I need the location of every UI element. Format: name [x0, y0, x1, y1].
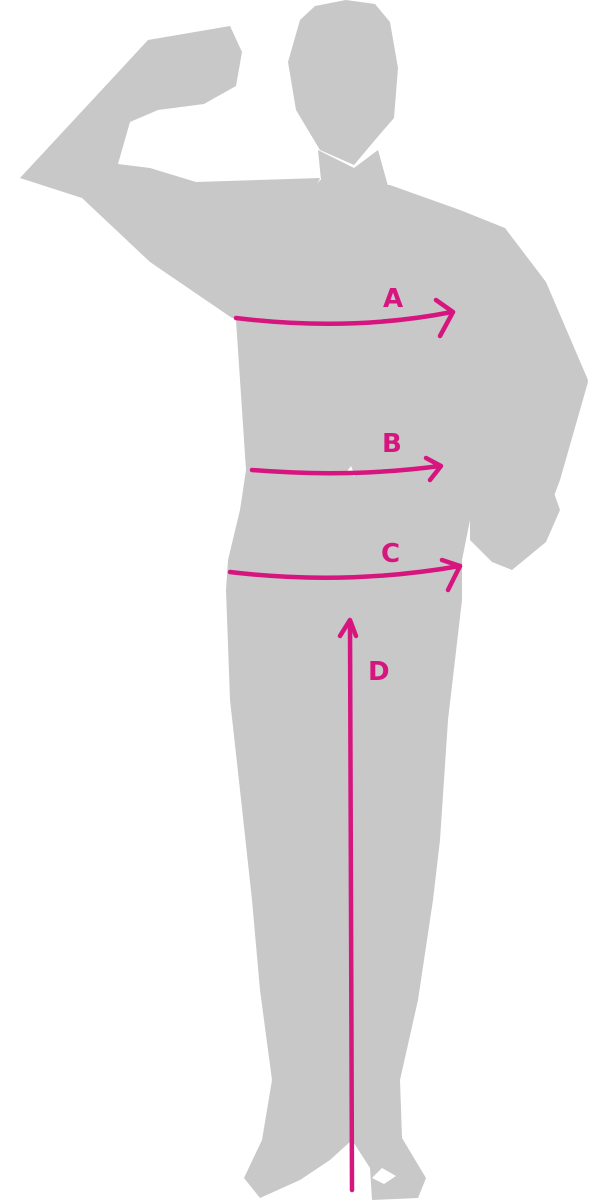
- label-a: A: [383, 284, 403, 314]
- label-c: C: [381, 539, 400, 569]
- label-b: B: [382, 429, 402, 459]
- measure-line-d: [350, 622, 352, 1190]
- head-shape: [288, 0, 398, 165]
- body-silhouette: [20, 0, 588, 1200]
- label-d: D: [368, 657, 390, 687]
